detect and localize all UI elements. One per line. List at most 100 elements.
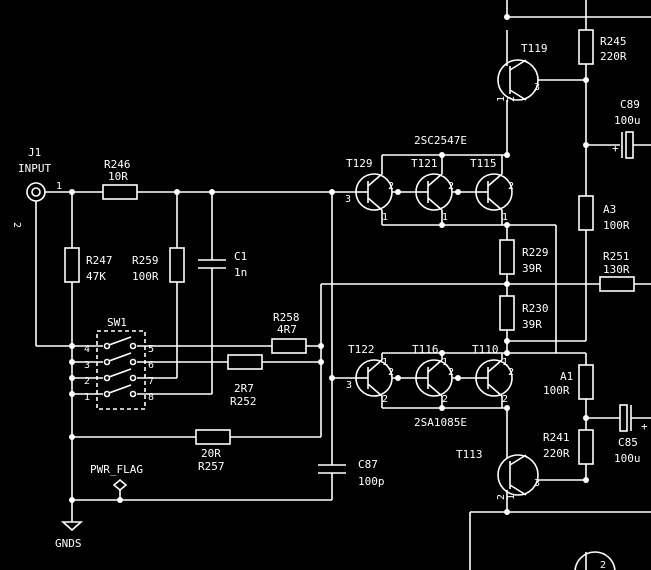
sw1-pin8: 8 (148, 392, 154, 403)
sw1-pin7: 7 (148, 376, 154, 387)
r257-value: 20R (201, 447, 221, 460)
sw1-pin1: 1 (84, 392, 90, 403)
sw1-pin4: 4 (84, 344, 90, 355)
r258-value: 4R7 (277, 323, 297, 336)
t116-pin1-bottom: 2 (442, 394, 448, 405)
j1-pin2: 2 (11, 222, 22, 228)
r251-value: 130R (603, 263, 630, 276)
t113-pin1: 1 (506, 494, 517, 500)
sw1-pin5: 5 (148, 344, 154, 355)
t116-pin1: 1 (442, 357, 448, 368)
resistor-r258[interactable]: R258 4R7 (271, 311, 324, 354)
t113-pin3: 3 (534, 478, 540, 489)
r246-ref: R246 (104, 158, 131, 171)
r259-value: 100R (132, 270, 159, 283)
t115-pin1: 1 (502, 212, 508, 223)
resistor-r246[interactable]: R246 10R (102, 158, 138, 200)
resistor-r230[interactable]: R230 39R (499, 295, 549, 353)
transistor-t119[interactable]: T119 3 1 2 (496, 0, 651, 155)
c89-plus: + (612, 142, 619, 155)
r230-value: 39R (522, 318, 542, 331)
c85-plus: + (641, 420, 648, 433)
resistor-r259[interactable]: R259 100R (132, 192, 185, 379)
t115-ref: T115 (470, 157, 497, 170)
c1-ref: C1 (234, 250, 247, 263)
resistor-a1[interactable]: A1 100R (543, 352, 594, 430)
c89-ref: C89 (620, 98, 640, 111)
lower-transistor-array: T122 T116 T110 (346, 343, 556, 429)
capacitor-c1[interactable]: C1 1n (137, 192, 247, 395)
t129-pin2: 2 (388, 181, 394, 192)
t116-pin2: 2 (448, 367, 454, 378)
r241-value: 220R (543, 447, 570, 460)
transistor-t129[interactable]: T129 (346, 157, 393, 211)
transistor-partial[interactable]: 2 (574, 551, 616, 570)
r229-ref: R229 (522, 246, 549, 259)
transistor-t116[interactable]: T116 (412, 343, 453, 397)
r241-ref: R241 (543, 431, 570, 444)
gnds-label: GNDS (55, 537, 82, 550)
t129-pin3: 3 (345, 194, 351, 205)
r252-ref: R252 (230, 395, 257, 408)
t115-pin2: 2 (508, 181, 514, 192)
t110-pin1-bottom: 2 (502, 394, 508, 405)
ground-gnds[interactable]: GNDS (55, 497, 332, 550)
r246-value: 10R (108, 170, 128, 183)
t129-pin1: 1 (382, 212, 388, 223)
transistor-t121[interactable]: T121 (411, 157, 453, 211)
transistor-t122[interactable]: T122 (348, 343, 393, 397)
c1-value: 1n (234, 266, 247, 279)
partial-pin2: 2 (600, 560, 606, 570)
t113-ref: T113 (456, 448, 483, 461)
resistor-r245[interactable]: R245 220R (578, 0, 627, 145)
resistor-r257[interactable]: 20R R257 (69, 284, 322, 473)
resistor-r247[interactable]: R247 47K (64, 192, 113, 346)
t122-pin1-bottom: 2 (382, 394, 388, 405)
resistor-r229[interactable]: R229 39R (499, 225, 549, 296)
t121-pin1: 1 (442, 212, 448, 223)
c87-ref: C87 (358, 458, 378, 471)
resistor-r241[interactable]: R241 220R (543, 429, 594, 483)
upper-part-number: 2SC2547E (414, 134, 467, 147)
a1-ref: A1 (560, 370, 573, 383)
connector-j1[interactable]: J1 INPUT 1 2 (11, 146, 72, 346)
transistor-t115[interactable]: T115 (470, 157, 513, 211)
t122-pin1: 1 (382, 357, 388, 368)
t119-ref: T119 (521, 42, 548, 55)
t119-pin3: 3 (534, 82, 540, 93)
t110-ref: T110 (472, 343, 499, 356)
upper-transistor-array: T129 T121 T115 (345, 134, 556, 228)
resistor-a3[interactable]: A3 100R (507, 145, 630, 353)
sw1-ref: SW1 (107, 316, 127, 329)
c87-value: 100p (358, 475, 385, 488)
r251-ref: R251 (603, 250, 630, 263)
t122-ref: T122 (348, 343, 375, 356)
capacitor-c89[interactable]: + C89 100u (583, 98, 651, 159)
r259-ref: R259 (132, 254, 159, 267)
c85-ref: C85 (618, 436, 638, 449)
r257-ref: R257 (198, 460, 225, 473)
capacitor-c87[interactable]: C87 100p (318, 458, 385, 500)
t121-ref: T121 (411, 157, 438, 170)
r230-ref: R230 (522, 302, 549, 315)
r252-value: 2R7 (234, 382, 254, 395)
t113-pin2: 2 (496, 494, 507, 500)
power-flag[interactable]: PWR_FLAG (90, 463, 143, 503)
transistor-t113[interactable]: T113 3 2 1 (456, 408, 651, 570)
capacitor-c85[interactable]: + C85 100u (586, 404, 651, 465)
t119-pin1: 1 (496, 96, 507, 102)
t110-pin2: 2 (508, 367, 514, 378)
t116-ref: T116 (412, 343, 439, 356)
r247-value: 47K (86, 270, 106, 283)
r229-value: 39R (522, 262, 542, 275)
t122-pin2: 2 (388, 367, 394, 378)
t110-pin1: 1 (502, 357, 508, 368)
r245-value: 220R (600, 50, 627, 63)
feedback-rail (321, 192, 600, 465)
resistor-r252[interactable]: 2R7 R252 (227, 354, 324, 408)
t129-ref: T129 (346, 157, 373, 170)
resistor-r251[interactable]: R251 130R (599, 250, 651, 292)
sw1-pin3: 3 (84, 360, 90, 371)
